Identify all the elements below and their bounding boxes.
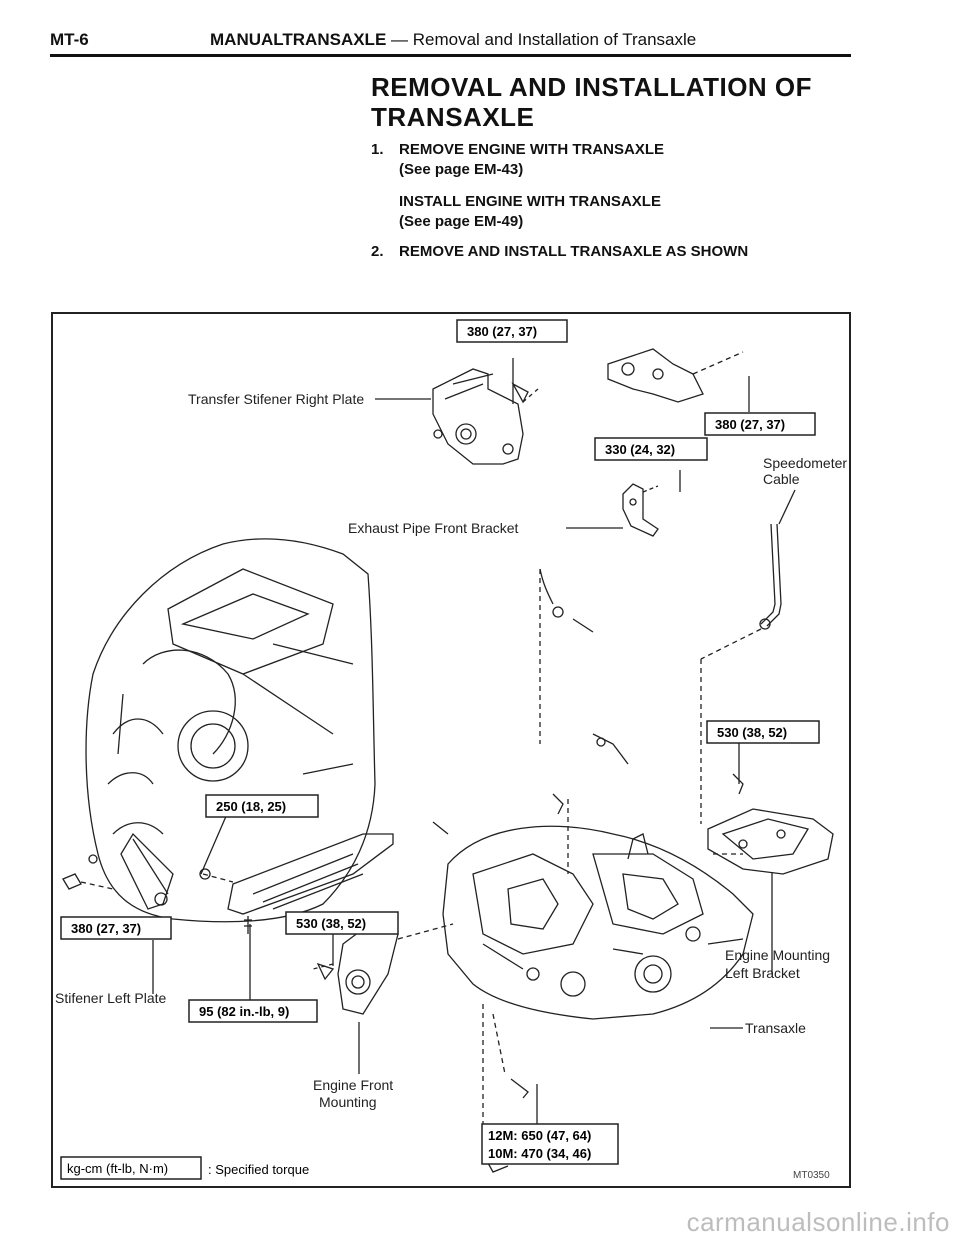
page-title-line2: TRANSAXLE (371, 102, 535, 132)
step-text: REMOVE ENGINE WITH TRANSAXLE (399, 141, 665, 158)
page-header: MT-6 MANUALTRANSAXLE — Removal and Insta… (50, 30, 850, 54)
torque-value: 330 (24, 32) (605, 442, 675, 457)
step-number: 2. (371, 243, 384, 260)
torque-value: 380 (27, 37) (715, 417, 785, 432)
torque-value: 530 (38, 52) (296, 916, 366, 931)
legend-description: : Specified torque (208, 1162, 309, 1177)
torque-value-10m: 10M: 470 (34, 46) (488, 1146, 591, 1161)
diagram-svg: 380 (27, 37) 380 (27, 37) 330 (24, 32) 5… (55, 319, 847, 1181)
label-transaxle: Transaxle (745, 1020, 806, 1036)
top-right-bracket (607, 348, 704, 403)
page-number: MT-6 (50, 30, 89, 49)
label-speedometer: Speedometer (763, 455, 847, 471)
label-mounting: Mounting (319, 1094, 377, 1110)
step-number: 1. (371, 141, 384, 158)
exhaust-pipe-front-bracket (622, 483, 659, 537)
figure-code: MT0350 (793, 1170, 830, 1181)
exploded-diagram: 380 (27, 37) 380 (27, 37) 330 (24, 32) 5… (51, 312, 851, 1188)
label-cable: Cable (763, 471, 800, 487)
label-exhaust-pipe-front-bracket: Exhaust Pipe Front Bracket (348, 520, 519, 536)
step-2: 2. REMOVE AND INSTALL TRANSAXLE AS SHOWN (371, 242, 748, 262)
torque-value: 530 (38, 52) (717, 725, 787, 740)
label-transfer-stifener-right-plate: Transfer Stifener Right Plate (188, 391, 364, 407)
torque-box-530-left: 530 (38, 52) (285, 911, 399, 935)
label-engine-front: Engine Front (313, 1077, 393, 1093)
speedometer-cable (760, 523, 782, 627)
torque-value: 380 (27, 37) (467, 324, 537, 339)
torque-value-12m: 12M: 650 (47, 64) (488, 1128, 591, 1143)
step-1b: INSTALL ENGINE WITH TRANSAXLE (See page … (371, 192, 748, 232)
page-title: REMOVAL AND INSTALLATION OF TRANSAXLE (371, 72, 851, 132)
torque-box-12m-10m: 12M: 650 (47, 64) 10M: 470 (34, 46) (481, 1123, 619, 1165)
transfer-stifener-plate (227, 833, 394, 915)
torque-value: 250 (18, 25) (216, 799, 286, 814)
torque-box-330: 330 (24, 32) (594, 437, 708, 461)
step-text: REMOVE AND INSTALL TRANSAXLE AS SHOWN (399, 243, 749, 260)
engine-outline (85, 538, 376, 923)
transaxle-body (442, 825, 754, 1020)
legend: kg-cm (ft-lb, N·m) : Specified torque (60, 1156, 309, 1180)
watermark: carmanualsonline.info (686, 1207, 950, 1237)
torque-box-380-right: 380 (27, 37) (704, 412, 816, 436)
step-reference: (See page EM-43) (399, 161, 524, 178)
step-reference: (See page EM-49) (399, 213, 524, 230)
transfer-stifener-right-plate (432, 368, 524, 465)
torque-box-250: 250 (18, 25) (205, 794, 319, 818)
legend-unit-box: kg-cm (ft-lb, N·m) (67, 1161, 168, 1176)
torque-value: 380 (27, 37) (71, 921, 141, 936)
label-stifener-left-plate: Stifener Left Plate (55, 990, 167, 1006)
header-rule (50, 54, 851, 57)
torque-value: 95 (82 in.-lb, 9) (199, 1004, 289, 1019)
section-title: MANUALTRANSAXLE — Removal and Installati… (210, 30, 696, 50)
torque-box-530-right: 530 (38, 52) (706, 720, 820, 744)
torque-box-95: 95 (82 in.-lb, 9) (188, 999, 318, 1023)
label-left-bracket: Left Bracket (725, 965, 800, 981)
label-engine-mounting: Engine Mounting (725, 947, 830, 963)
torque-box-380-top: 380 (27, 37) (456, 319, 568, 343)
section-title-bold: MANUALTRANSAXLE (210, 30, 387, 49)
page-title-line1: REMOVAL AND INSTALLATION OF (371, 72, 813, 102)
step-1: 1. REMOVE ENGINE WITH TRANSAXLE (See page… (371, 140, 748, 180)
stifener-left-plate (120, 832, 174, 910)
torque-box-380-left: 380 (27, 37) (60, 916, 172, 940)
procedure-steps: 1. REMOVE ENGINE WITH TRANSAXLE (See page… (371, 140, 748, 262)
engine-mounting-left-bracket (707, 808, 834, 875)
step-text: INSTALL ENGINE WITH TRANSAXLE (399, 193, 661, 210)
section-title-rest: — Removal and Installation of Transaxle (386, 30, 697, 49)
